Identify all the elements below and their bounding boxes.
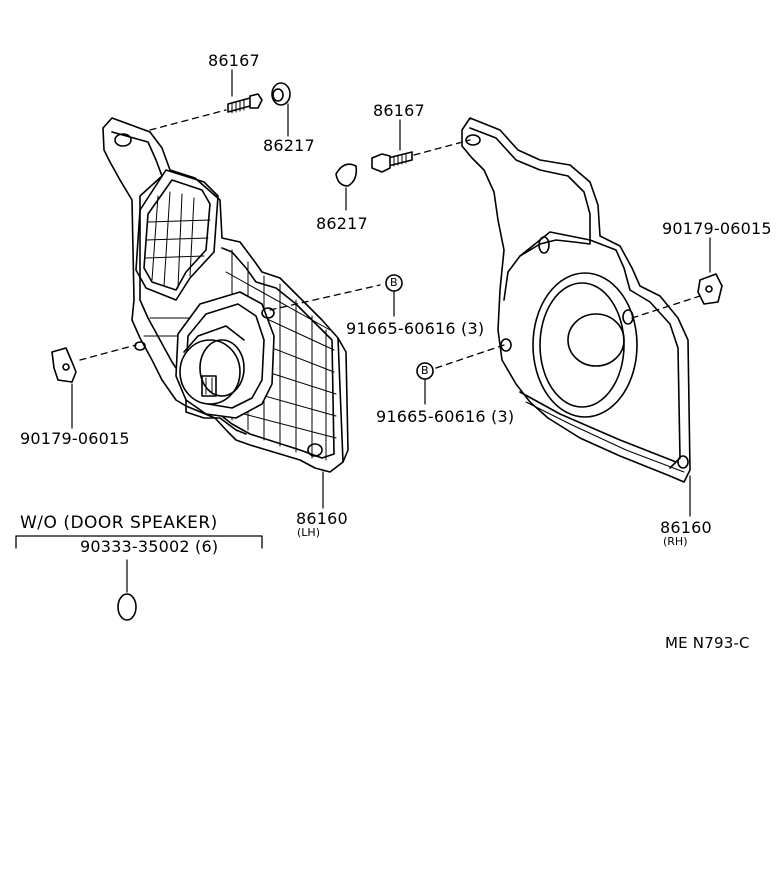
label-91665-lower: 91665-60616 (3) (376, 407, 515, 426)
cap-86217-mid (336, 164, 356, 186)
b-mark-upper-text: B (390, 276, 398, 289)
label-rh: (RH) (663, 535, 688, 548)
label-lh: (LH) (297, 526, 320, 539)
label-90179-left: 90179-06015 (20, 429, 130, 448)
b-mark-lower-text: B (421, 364, 429, 377)
leader-lines (72, 70, 710, 592)
label-90333: 90333-35002 (6) (80, 537, 219, 556)
screw-86167-right (372, 152, 412, 172)
wo-door-speaker-title: W/O (DOOR SPEAKER) (20, 513, 218, 533)
clip-90179-left (52, 348, 76, 382)
label-86160-lh: 86160 (296, 509, 348, 528)
dashed-lines (80, 110, 700, 368)
label-86167-right: 86167 (373, 101, 425, 120)
speaker-bracket-rh (462, 118, 690, 482)
label-91665-upper: 91665-60616 (3) (346, 319, 485, 338)
screw-86167-left (228, 94, 262, 113)
label-86160-rh: 86160 (660, 518, 712, 537)
wo-bracket (16, 536, 262, 548)
label-90179-right: 90179-06015 (662, 219, 772, 238)
clip-90179-right (698, 274, 722, 304)
drawing-code: ME N793-C (665, 634, 750, 652)
speaker-bracket-lh (103, 118, 348, 472)
label-86167-left: 86167 (208, 51, 260, 70)
label-86217-mid: 86217 (316, 214, 368, 233)
cap-86217-left (272, 83, 290, 105)
grommet-90333 (118, 594, 136, 620)
label-86217-left: 86217 (263, 136, 315, 155)
